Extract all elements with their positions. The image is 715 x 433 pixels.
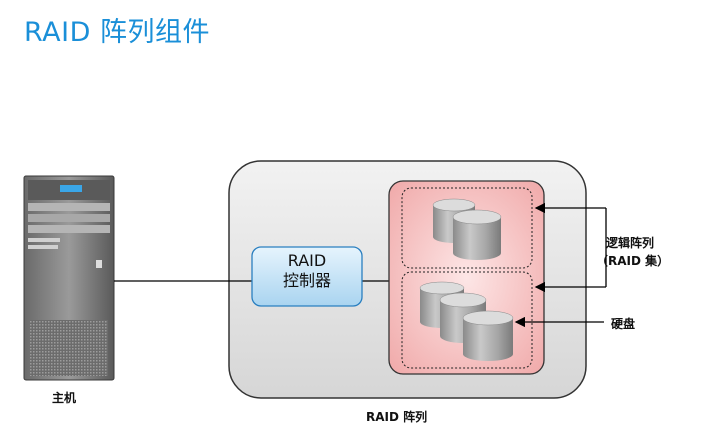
page-title: RAID 阵列组件 xyxy=(24,17,210,48)
raid-controller-box xyxy=(251,246,363,307)
logical-group-bottom xyxy=(401,271,533,369)
hard-disk-label: 硬盘 xyxy=(611,317,636,331)
raid-set-label: （RAID 集） xyxy=(596,254,670,268)
controller-label-line1: RAID xyxy=(287,251,327,270)
host-label: 主机 xyxy=(52,391,77,405)
controller-label-line2: 控制器 xyxy=(282,271,331,290)
logical-group-top xyxy=(401,187,533,269)
host-server-icon xyxy=(23,175,115,381)
disk-icon xyxy=(452,209,502,260)
logical-array-label: 逻辑阵列 xyxy=(606,236,655,250)
controller-label: RAID 控制器 xyxy=(252,251,362,291)
logical-array-pointer xyxy=(534,202,607,293)
raid-array-label: RAID 阵列 xyxy=(366,410,428,424)
disk-icon xyxy=(462,310,514,361)
